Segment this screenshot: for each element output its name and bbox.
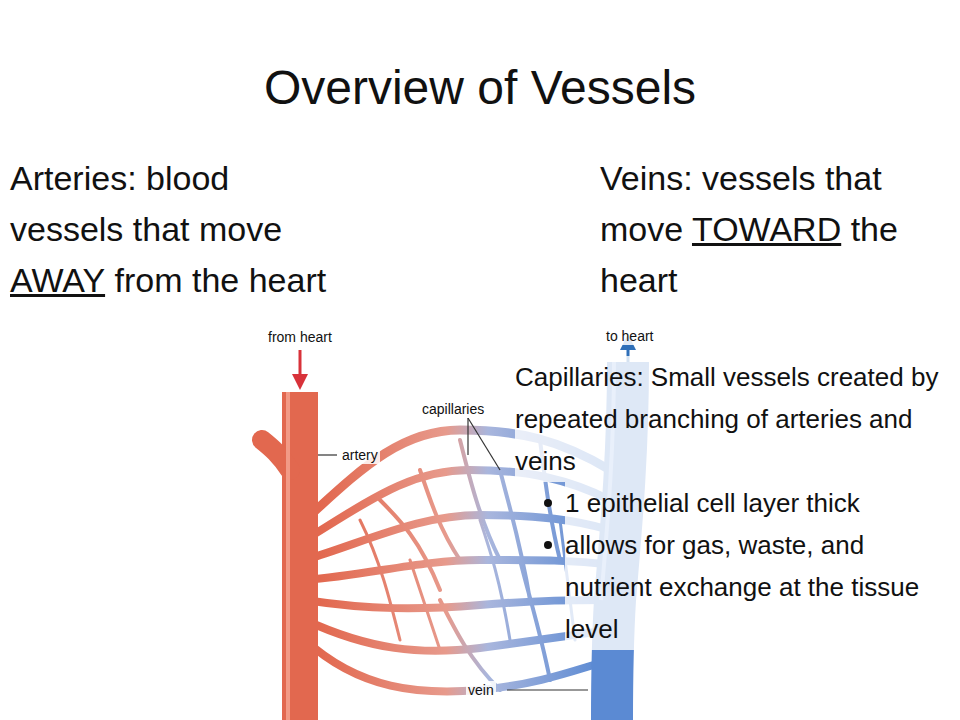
definition-text: Capillaries: Small vessels created by re…	[515, 356, 955, 482]
definition-text: Veins: vessels that move TOWARD the hear…	[600, 153, 950, 306]
vessel-label: to heart	[604, 327, 655, 345]
vessel-label: artery	[340, 446, 380, 464]
bullet-dot	[544, 541, 552, 549]
vessel-label: vein	[466, 681, 496, 699]
artery-vessel	[262, 392, 300, 720]
slide-title: Overview of Vessels	[0, 58, 960, 118]
bullet-dot	[544, 499, 552, 507]
vessel-label: from heart	[266, 328, 334, 346]
bullet-text: 1 epithelial cell layer thick	[565, 482, 950, 524]
vessel-label: capillaries	[420, 400, 486, 418]
definition-text: Arteries: blood vessels that move AWAY f…	[10, 153, 340, 306]
bullet-text: allows for gas, waste, and nutrient exch…	[565, 524, 950, 650]
